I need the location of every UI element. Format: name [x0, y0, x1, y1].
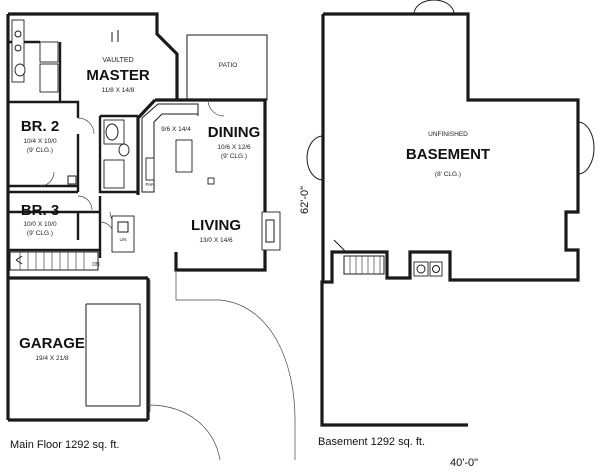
br3-ceiling: (9' CLG.) — [27, 230, 53, 237]
main-stairs — [9, 251, 99, 271]
basement-note: UNFINISHED — [428, 131, 468, 138]
master-wall-notch — [111, 30, 119, 42]
walkway-outline — [149, 272, 296, 460]
master-note: VAULTED — [102, 57, 133, 64]
fireplace — [261, 211, 281, 251]
stair-dn-label: DN — [92, 262, 100, 268]
br3-name: BR. 3 — [21, 202, 59, 219]
water-heater — [413, 261, 429, 277]
basement-outline — [320, 12, 580, 427]
basement-caption: Basement 1292 sq. ft. — [318, 436, 425, 448]
basement-plan: UNFINISHED BASEMENT (8' CLG.) 62'-0" 40'… — [299, 0, 595, 469]
basement-stairs — [333, 239, 385, 275]
dining-name: DINING — [208, 124, 261, 141]
master-name: MASTER — [86, 67, 150, 84]
garage-walls — [8, 276, 150, 422]
basement-width-dimension: 40'-0" — [450, 457, 478, 469]
furnace — [429, 261, 443, 277]
patio-outline — [186, 34, 268, 101]
dining-column — [207, 177, 215, 185]
main-floor-north-wall — [8, 12, 179, 100]
basement-ceiling: (8' CLG.) — [435, 171, 461, 178]
main-floor-caption: Main Floor 1292 sq. ft. — [10, 439, 119, 451]
br3-size: 10/0 X 10/0 — [23, 221, 57, 228]
br2-name: BR. 2 — [21, 118, 59, 135]
living-name: LIVING — [191, 217, 241, 234]
br2-size: 10/4 X 10/0 — [23, 138, 57, 145]
kitchen-counter — [141, 103, 199, 193]
living-exterior-wall — [174, 250, 267, 272]
window-well-east — [577, 121, 595, 175]
dining-ceiling: (9' CLG.) — [221, 153, 247, 160]
garage-name: GARAGE — [19, 335, 85, 352]
pantry-label: PAN — [146, 182, 155, 187]
main-floor-plan: VAULTED MASTER 11/8 X 14/8 BR. 2 10/4 X … — [6, 12, 296, 461]
kitchen-size: 9/6 X 14/4 — [161, 126, 191, 133]
linen-closet — [111, 215, 135, 253]
fireplace-hearth — [265, 219, 275, 243]
furnace-vent — [432, 265, 440, 273]
living-size: 13/0 X 14/6 — [199, 237, 233, 244]
hall-bath-fixtures — [103, 119, 130, 189]
water-heater-tank — [416, 264, 426, 274]
master-bath-fixtures — [11, 19, 59, 93]
patio-name: PATIO — [219, 62, 238, 69]
linen-label: LIN — [119, 237, 126, 242]
hall-closet-mark — [67, 175, 77, 185]
pantry-unit — [145, 157, 155, 181]
driveway-curve — [147, 404, 221, 461]
laundry-machine — [117, 221, 129, 233]
br2-ceiling: (9' CLG.) — [27, 147, 53, 154]
garage-size: 19/4 X 21/8 — [35, 355, 69, 362]
garage-door — [85, 303, 141, 407]
window-well-north — [413, 0, 455, 15]
dining-size: 10/6 X 12/6 — [217, 144, 251, 151]
basement-name: BASEMENT — [406, 146, 490, 163]
window-well-west — [306, 135, 324, 181]
master-size: 11/8 X 14/8 — [102, 87, 135, 94]
basement-depth-dimension: 62'-0" — [299, 186, 311, 214]
kitchen-island — [175, 139, 193, 173]
